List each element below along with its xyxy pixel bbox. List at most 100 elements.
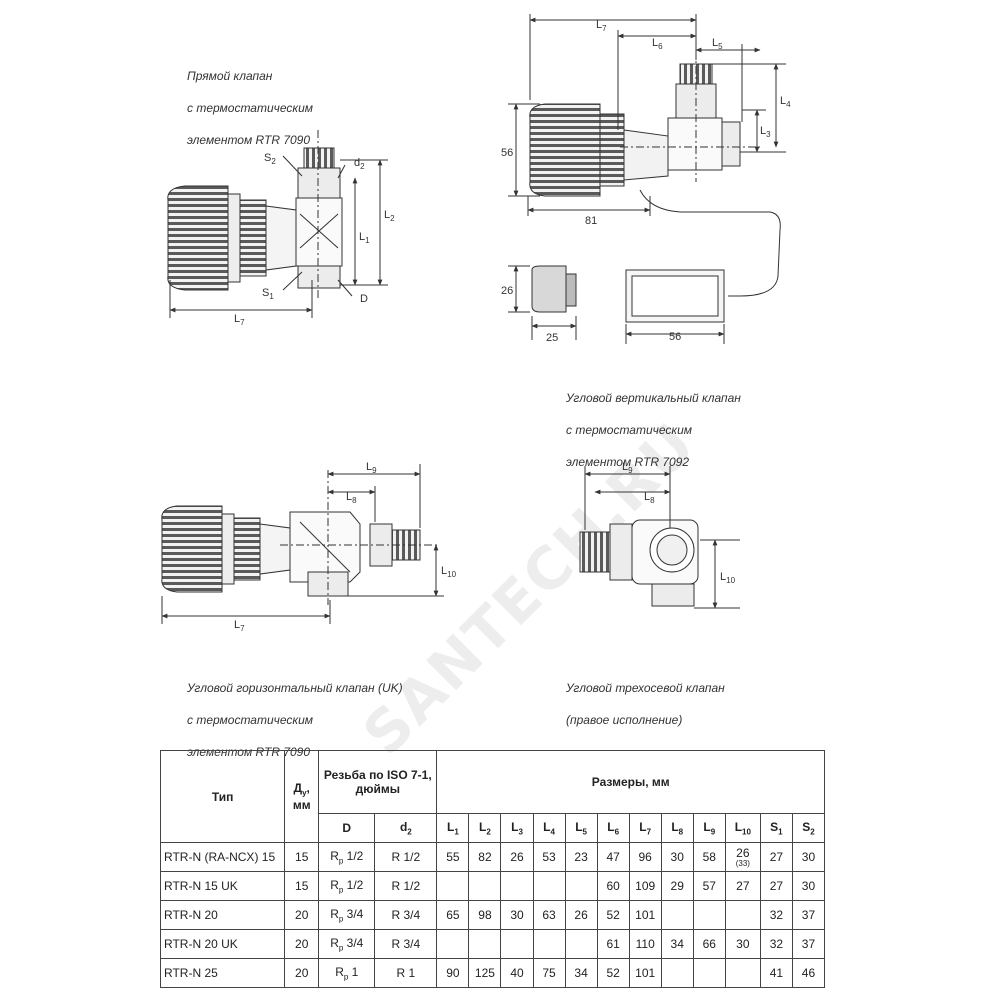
caption-angle-horizontal-valve: Угловой горизонтальный клапан (UK) с тер… xyxy=(187,664,403,776)
cell-dim: 125 xyxy=(468,958,502,988)
cell-du: 20 xyxy=(284,929,320,959)
valve-body xyxy=(295,197,343,267)
head-neck xyxy=(623,129,669,181)
cell-type: RTR-N 20 xyxy=(159,900,286,930)
top-union-nut xyxy=(297,167,341,199)
head-collar xyxy=(221,513,235,585)
caption-line: Угловой вертикальный клапан xyxy=(566,391,741,405)
col-type-header: Тип xyxy=(159,750,286,843)
cell-D: Rp 1 xyxy=(318,958,376,988)
col-L8-header: L8 xyxy=(660,813,694,843)
col-L5-header: L5 xyxy=(564,813,598,843)
cell-dim xyxy=(436,929,470,959)
cell-dim xyxy=(724,958,761,988)
col-L4-header: L4 xyxy=(532,813,566,843)
dim-L7: L7 xyxy=(596,19,607,33)
caption-line: элементом RTR 7092 xyxy=(566,455,690,469)
caption-straight-valve: Прямой клапан с термостатическим элемент… xyxy=(187,52,313,164)
cell-dim xyxy=(564,871,598,901)
cell-dim: 65 xyxy=(436,900,470,930)
cell-du: 20 xyxy=(284,900,320,930)
dim-25: 25 xyxy=(546,332,558,344)
cell-dim xyxy=(468,871,502,901)
cell-dim: 101 xyxy=(628,900,662,930)
caption-angle-vertical-valve: Угловой вертикальный клапан с термостати… xyxy=(566,374,741,486)
col-S2-header: S2 xyxy=(791,813,826,843)
caption-line: элементом RTR 7090 xyxy=(187,133,311,147)
thermostatic-head xyxy=(167,185,229,291)
cell-dim xyxy=(532,929,566,959)
table-header-row: Тип Ду, мм Резьба по ISO 7-1, дюймы Разм… xyxy=(159,750,825,843)
dim-S2: S2 xyxy=(264,152,276,166)
cell-type: RTR-N 15 UK xyxy=(159,871,286,901)
cell-type: RTR-N 25 xyxy=(159,958,286,988)
cell-dim: 96 xyxy=(628,842,662,872)
caption-three-axis-valve: Угловой трехосевой клапан (правое исполн… xyxy=(566,664,725,744)
dim-L6: L6 xyxy=(652,37,663,51)
angle-horizontal-valve-drawing xyxy=(161,464,444,624)
cell-dim: 27 xyxy=(724,871,761,901)
cell-dim: 37 xyxy=(791,900,826,930)
cell-dim: 66 xyxy=(692,929,726,959)
cell-dim: 32 xyxy=(759,929,793,959)
dim-L7: L7 xyxy=(234,619,245,633)
dim-L2: L2 xyxy=(384,209,395,223)
cell-dim: 30 xyxy=(724,929,761,959)
cell-dim: 26(33) xyxy=(724,842,761,872)
cell-dim: 30 xyxy=(791,842,826,872)
cell-dim: 40 xyxy=(500,958,534,988)
dim-L7: L7 xyxy=(234,313,245,327)
cell-dim: 110 xyxy=(628,929,662,959)
cell-dim: 41 xyxy=(759,958,793,988)
cell-dim: 32 xyxy=(759,900,793,930)
cell-dim: 75 xyxy=(532,958,566,988)
dim-L4: L4 xyxy=(780,95,791,109)
cell-dim xyxy=(692,900,726,930)
bottom-nut xyxy=(297,265,341,289)
cell-dim: 52 xyxy=(596,900,630,930)
cell-dim: 90 xyxy=(436,958,470,988)
cell-dim xyxy=(500,871,534,901)
cell-type: RTR-N 20 UK xyxy=(159,929,286,959)
cell-dim: 53 xyxy=(532,842,566,872)
col-L6-header: L6 xyxy=(596,813,630,843)
dim-L9: L9 xyxy=(366,461,377,475)
cell-du: 15 xyxy=(284,871,320,901)
cell-dim: 30 xyxy=(791,871,826,901)
capillary-tube xyxy=(639,189,781,297)
head-collar xyxy=(227,193,241,283)
caption-line: с термостатическим xyxy=(566,423,692,437)
cell-note: (33) xyxy=(735,859,750,868)
dim-L1: L1 xyxy=(359,231,370,245)
technical-drawings: S2 d2 L2 L1 S1 D L7 xyxy=(161,14,791,633)
cell-d2: R 1/2 xyxy=(374,842,438,872)
cell-dim: 29 xyxy=(660,871,694,901)
col-L9-header: L9 xyxy=(692,813,726,843)
cell-dim: 55 xyxy=(436,842,470,872)
cell-dim xyxy=(692,958,726,988)
cell-dim: 26 xyxy=(564,900,598,930)
dim-L9: L9 xyxy=(622,461,633,475)
dim-56-horizontal: 56 xyxy=(669,331,681,343)
col-dims-header: Размеры, мм xyxy=(436,750,825,814)
head-neck xyxy=(265,205,297,271)
caption-line: Угловой горизонтальный клапан (UK) xyxy=(187,681,403,695)
cell-type: RTR-N (RA-NCX) 15 xyxy=(159,842,286,872)
cell-dim: 63 xyxy=(532,900,566,930)
dim-S1: S1 xyxy=(262,287,274,301)
cell-d2: R 3/4 xyxy=(374,929,438,959)
cell-D: Rp 1/2 xyxy=(318,871,376,901)
cell-dim xyxy=(660,900,694,930)
cell-dim: 30 xyxy=(660,842,694,872)
col-L10-header: L10 xyxy=(724,813,761,843)
left-thread xyxy=(579,531,611,573)
caption-line: с термостатическим xyxy=(187,101,313,115)
cell-dim: 57 xyxy=(692,871,726,901)
spec-table: Тип Ду, мм Резьба по ISO 7-1, дюймы Разм… xyxy=(159,750,826,988)
cell-dim: 37 xyxy=(791,929,826,959)
